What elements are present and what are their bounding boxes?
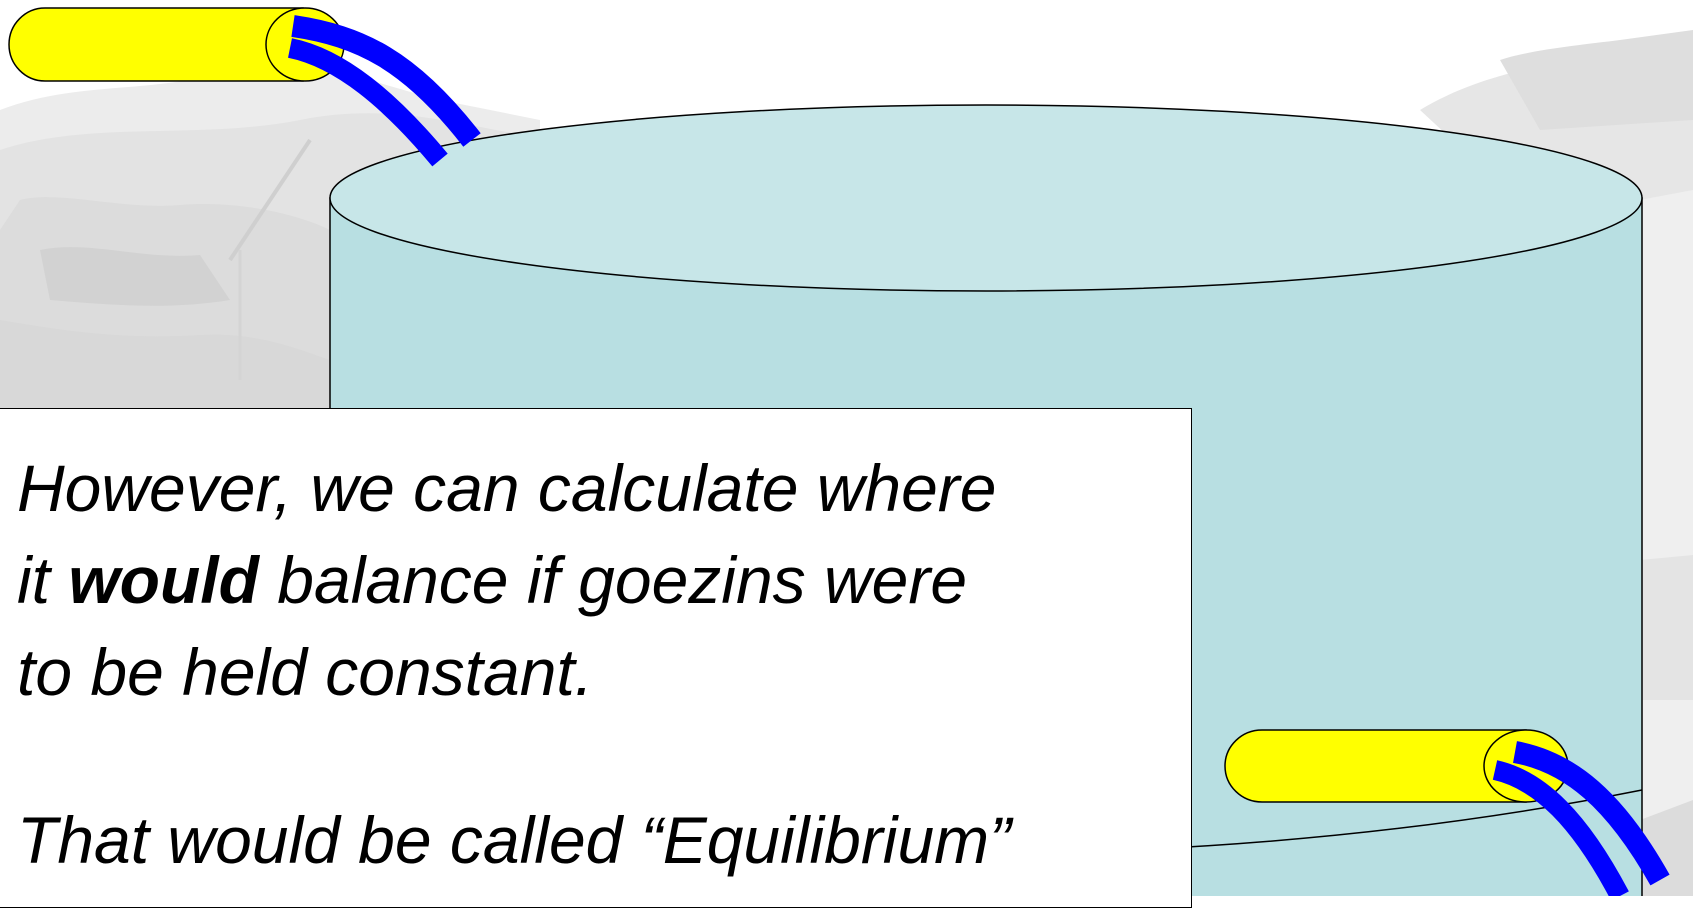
equilibrium-statement: That would be called “Equilibrium”: [17, 803, 1012, 877]
outflow-pipe: [1224, 729, 1569, 803]
tank-bottom-edge: [1129, 789, 1643, 851]
text-line-2: it would balance if goezins were: [17, 547, 967, 613]
inflow-water-stream: [287, 15, 481, 167]
emphasis-would: would: [68, 543, 259, 617]
text-line-1: However, we can calculate where: [17, 451, 997, 525]
text-line-2-suffix: balance if goezins were: [258, 543, 968, 617]
text-line-2-prefix: it: [17, 543, 69, 617]
text-line-3: to be held constant.: [17, 635, 594, 709]
explanation-text-box: However, we can calculate where it would…: [0, 408, 1192, 908]
tank-top-surface: [329, 104, 1643, 292]
outflow-water-stream: [1492, 741, 1670, 896]
